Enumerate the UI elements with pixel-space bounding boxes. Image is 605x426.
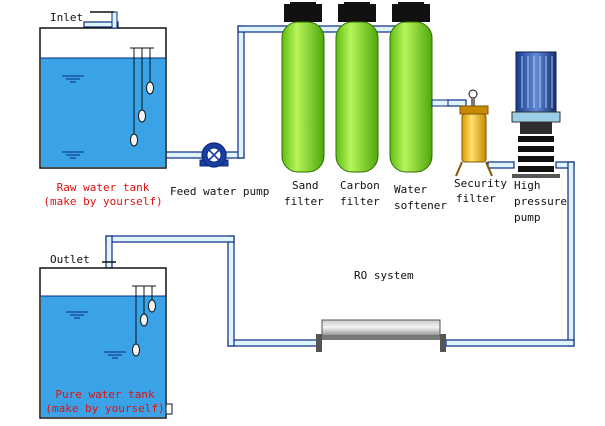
pipe-right-down [567,161,575,347]
pure-tank-label-1: Pure water tank [55,388,155,401]
hp-pump-label-2: pressure [514,195,567,208]
pipe-to-security [445,99,467,107]
raw-tank-label-1: Raw water tank [56,181,150,194]
pipe-left-bottom [227,339,321,347]
pipe-top-return [105,235,235,243]
security-filter-label-2: filter [456,192,496,205]
pipe-raw-outlet [164,151,206,159]
high-pressure-pump [511,51,561,178]
pipe-pure-drop [105,235,113,269]
pipe-to-hp [487,161,515,169]
sand-filter [281,2,325,173]
pipe-left-riser [227,235,235,347]
carbon-filter-label-2: filter [340,195,380,208]
pure-water-tank [39,261,173,419]
security-filter [455,89,493,177]
softener-label-2: softener [394,199,447,212]
ro-membrane [316,319,446,352]
ro-system-label: RO system [354,269,414,282]
hp-pump-label-1: High [514,179,541,192]
carbon-filter-label-1: Carbon [340,179,380,192]
pipe-bottom [445,339,575,347]
water-softener [389,2,449,173]
sand-filter-label-2: filter [284,195,324,208]
raw-water-tank [39,11,167,169]
feed-water-pump [199,142,229,168]
security-filter-label-1: Security [454,177,507,190]
pipe-riser-1 [237,25,245,159]
outlet-label: Outlet [50,253,90,266]
pipe-inlet [83,21,119,28]
pipe-top-1 [237,25,289,33]
hp-pump-label-3: pump [514,211,541,224]
feed-pump-label: Feed water pump [170,185,270,198]
inlet-label: Inlet [50,11,84,24]
raw-tank-label-2: (make by yourself) [43,195,163,208]
pipe-network [83,21,575,347]
pure-tank-label-2: (make by yourself) [45,402,165,415]
softener-label-1: Water [394,183,428,196]
carbon-filter [335,2,379,173]
sand-filter-label-1: Sand [292,179,319,192]
